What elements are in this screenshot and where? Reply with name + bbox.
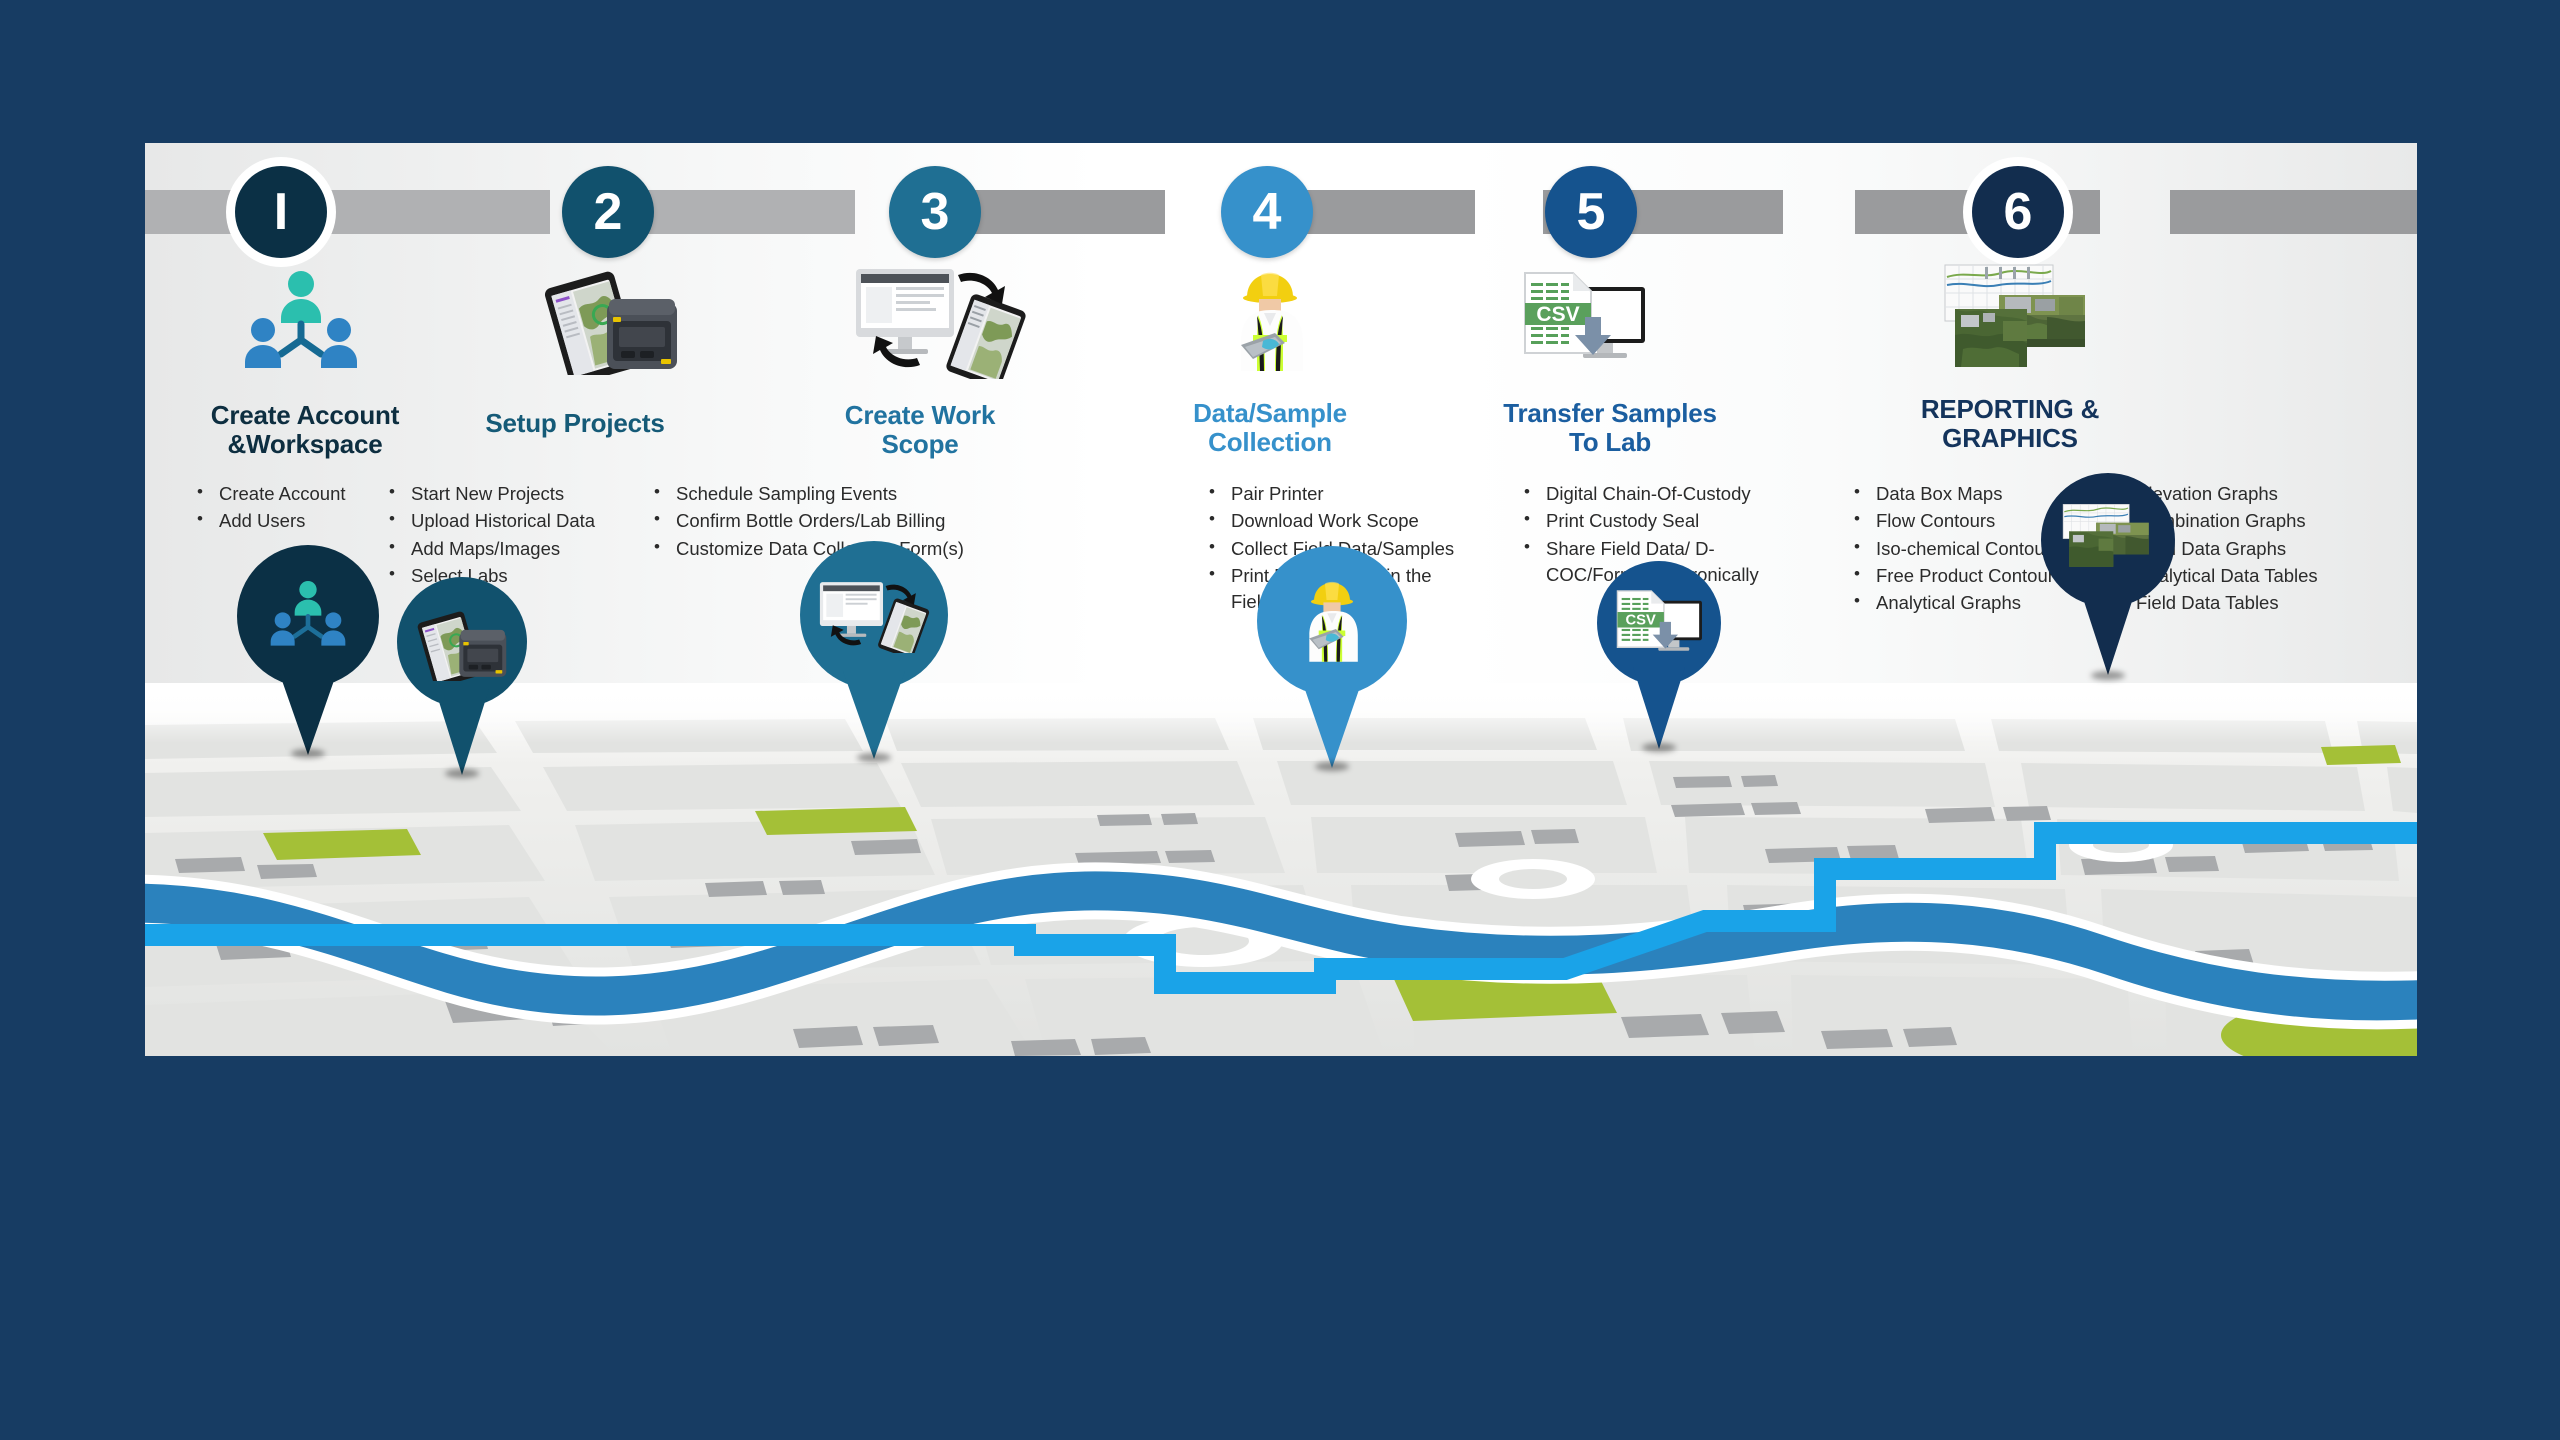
list-item: Upload Historical Data [385,507,675,534]
list-item: Free Product Contours [1850,562,2100,589]
setup-projects-pin[interactable] [397,577,527,778]
step-1-title-line-2: &Workspace [227,429,383,460]
list-item: Pair Printer [1205,480,1465,507]
step-6-title: REPORTING & GRAPHICS [1845,394,2175,454]
svg-text:CSV: CSV [1626,613,1657,629]
create-account-pin[interactable] [237,545,379,758]
step-1-title: Create Account &Workspace [155,400,455,460]
step-5-title-line-2: To Lab [1568,427,1652,458]
list-item: Confirm Bottle Orders/Lab Billing [650,507,1020,534]
monitor-tablet-sync-icon [819,582,930,653]
connector-bar-segment [325,190,550,234]
step-5-title-line-1: Transfer Samples [1503,398,1717,428]
step-1-bullet-list: Create Account Add Users [193,480,443,536]
connector-bar-segment [2170,190,2417,234]
step-3-title-line-1: Create Work [844,400,996,430]
list-item: Add Maps/Images [385,535,675,562]
step-6-title-line-2: GRAPHICS [1942,423,2078,454]
step-2-title: Setup Projects [425,408,725,438]
list-item: Schedule Sampling Events [650,480,1020,507]
list-item: Create Account [193,480,443,507]
step-4-title-line-2: Collection [1208,427,1332,458]
step-5-title: Transfer Samples To Lab [1445,398,1775,458]
map-graphics-icon [1935,261,2105,379]
list-item: Flow Contours [1850,507,2100,534]
field-worker-icon [1309,581,1358,662]
people-network-icon [270,581,346,646]
step-4-number-circle[interactable]: 4 [1221,166,1313,258]
csv-download-icon: CSV [1513,265,1655,375]
step-6-number-circle[interactable]: 6 [1972,166,2064,258]
step-2-bullet-list: Start New Projects Upload Historical Dat… [385,480,675,590]
step-2-title-line-1: Setup Projects [485,408,665,438]
list-item: Start New Projects [385,480,675,507]
step-3-title: Create Work Scope [765,400,1075,460]
svg-text:CSV: CSV [1536,303,1579,326]
data-sample-collection-pin[interactable] [1257,546,1407,771]
step-1-number: I [273,183,289,241]
connector-bar-segment [620,190,855,234]
csv-download-icon: CSV [1616,590,1702,651]
tablet-printer-icon [535,265,690,385]
list-item: Add Users [193,507,443,534]
step-2-number-circle[interactable]: 2 [562,166,654,258]
list-item: Analytical Graphs [1850,589,2100,616]
step-4-number: 4 [1252,183,1282,241]
transfer-samples-pin[interactable]: CSV [1597,561,1721,752]
step-1-title-line-1: Create Account [210,400,400,430]
create-work-scope-pin[interactable] [800,541,948,762]
step-5-number: 5 [1576,183,1606,241]
infographic-card: I Create Account &Workspace Create Accou… [145,143,2417,1056]
step-1-number-circle[interactable]: I [235,166,327,258]
list-item: Data Box Maps [1850,480,2100,507]
people-network-icon [241,268,361,373]
step-6-bullet-list-column-1: Data Box Maps Flow Contours Iso-chemical… [1850,480,2100,617]
step-5-number-circle[interactable]: 5 [1545,166,1637,258]
step-6-number: 6 [2003,183,2033,241]
step-3-number-circle[interactable]: 3 [889,166,981,258]
list-item: Digital Chain-Of-Custody [1520,480,1780,507]
step-3-number: 3 [920,183,950,241]
step-4-title-line-1: Data/Sample [1193,398,1347,428]
list-item: Print Custody Seal [1520,507,1780,534]
monitor-tablet-sync-icon [850,261,1030,388]
field-worker-icon [1215,263,1325,375]
step-3-title-line-2: Scope [881,429,959,460]
step-2-number: 2 [593,183,623,241]
step-4-title: Data/Sample Collection [1125,398,1415,458]
tablet-printer-icon [417,611,507,681]
map-graphics-icon [2062,504,2149,567]
list-item: Download Work Scope [1205,507,1465,534]
reporting-graphics-pin[interactable] [2041,473,2175,680]
step-6-title-line-1: REPORTING & [1920,394,2100,424]
list-item: Iso-chemical Contours [1850,535,2100,562]
